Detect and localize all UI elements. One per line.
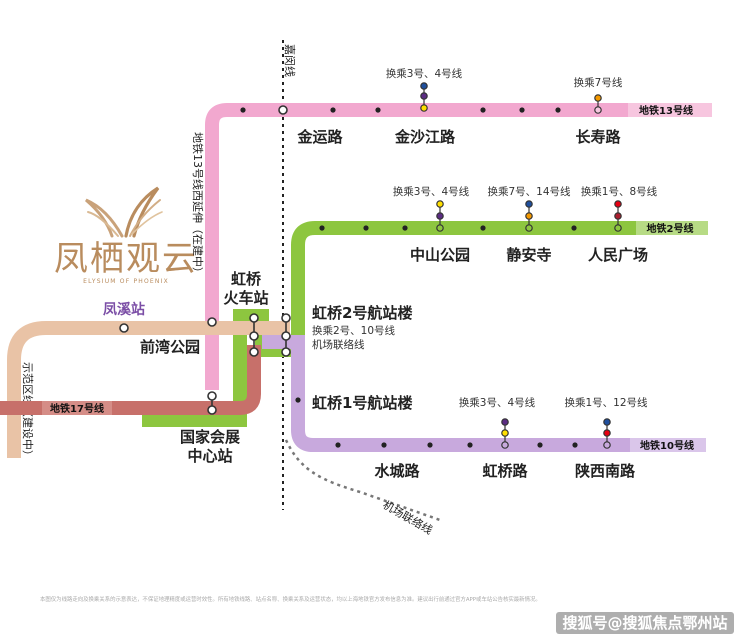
logo-en-text: ELYSIUM OF PHOENIX [83, 278, 169, 285]
line-17-tag-bg [42, 401, 112, 415]
watermark-text: 搜狐号@搜狐焦点鄂州站 [562, 614, 727, 632]
t2-transfer-line2: 机场联络线 [312, 338, 365, 351]
logo-cn-text: 凤栖观云 [54, 239, 198, 279]
airport-link-line [284, 439, 441, 522]
station-hongqiao-t2: 虹桥2号航站楼 [312, 304, 412, 322]
station-shaanxi-south: 陕西南路 [575, 462, 636, 480]
transfer-peoples-square: 换乘1号、8号线 [581, 185, 658, 198]
line-10 [262, 335, 700, 452]
station-peoples-square: 人民广场 [588, 246, 648, 264]
line-17 [0, 345, 261, 415]
logo: 凤栖观云 ELYSIUM OF PHOENIX [54, 186, 198, 285]
station-jingan-temple: 静安寺 [506, 246, 551, 264]
station-dots [240, 107, 578, 448]
station-shuicheng: 水城路 [374, 462, 420, 480]
line-13-tag-bg [628, 103, 712, 117]
watermark-bg [556, 612, 734, 634]
station-hongqiao-t1: 虹桥1号航站楼 [312, 394, 412, 412]
station-fengxi: 凤溪站 [103, 301, 145, 318]
station-jinshajiang: 金沙江路 [394, 128, 456, 146]
transfer-pins [420, 82, 622, 449]
station-rings [119, 105, 291, 415]
airport-link-label: 机场联络线 [381, 497, 436, 537]
line-17-tag: 地铁17号线 [50, 402, 104, 415]
transfer-jingan-temple: 换乘7号、14号线 [487, 185, 571, 198]
station-hongqiao-rd: 虹桥路 [482, 462, 528, 480]
transfer-changshou: 换乘7号线 [574, 76, 623, 89]
station-connectors [211, 322, 287, 406]
line-13 [205, 103, 680, 390]
line-10-tag-bg [630, 438, 706, 452]
station-zhongshan-park: 中山公园 [410, 246, 470, 264]
transfer-hongqiao-rd: 换乘3号、4号线 [459, 396, 536, 409]
station-nat-conv-1: 国家会展 [180, 428, 240, 446]
station-jinyun: 金运路 [296, 128, 343, 146]
station-nat-conv-2: 中心站 [187, 447, 232, 465]
line-13-west-ext-label: 地铁13号线西延伸（在建中） [191, 132, 205, 278]
shitou-line [7, 321, 290, 458]
station-hongqiao-rail-2: 火车站 [223, 289, 268, 307]
footer-disclaimer: 本图仅为线路走向及换乘关系的示意表达，不保证地理精度或运营时效性。所有地铁线路、… [40, 595, 541, 603]
t2-transfer-line1: 换乘2号、10号线 [312, 324, 396, 337]
line-2-tag-bg [636, 221, 708, 235]
line-2-tag: 地铁2号线 [647, 222, 694, 235]
station-changshou: 长寿路 [575, 128, 621, 146]
station-qianwan-park: 前湾公园 [140, 338, 200, 356]
transfer-zhongshan-park: 换乘3号、4号线 [393, 185, 470, 198]
phoenix-wing-icon [85, 186, 163, 238]
station-hongqiao-rail-1: 虹桥 [231, 270, 262, 288]
line-10-tag: 地铁10号线 [640, 439, 694, 452]
jiamin-line-label: 嘉闵线 [283, 44, 297, 77]
line-13-tag: 地铁13号线 [639, 104, 693, 117]
transfer-jinshajiang: 换乘3号、4号线 [386, 67, 463, 80]
transfer-shaanxi-south: 换乘1号、12号线 [564, 396, 648, 409]
